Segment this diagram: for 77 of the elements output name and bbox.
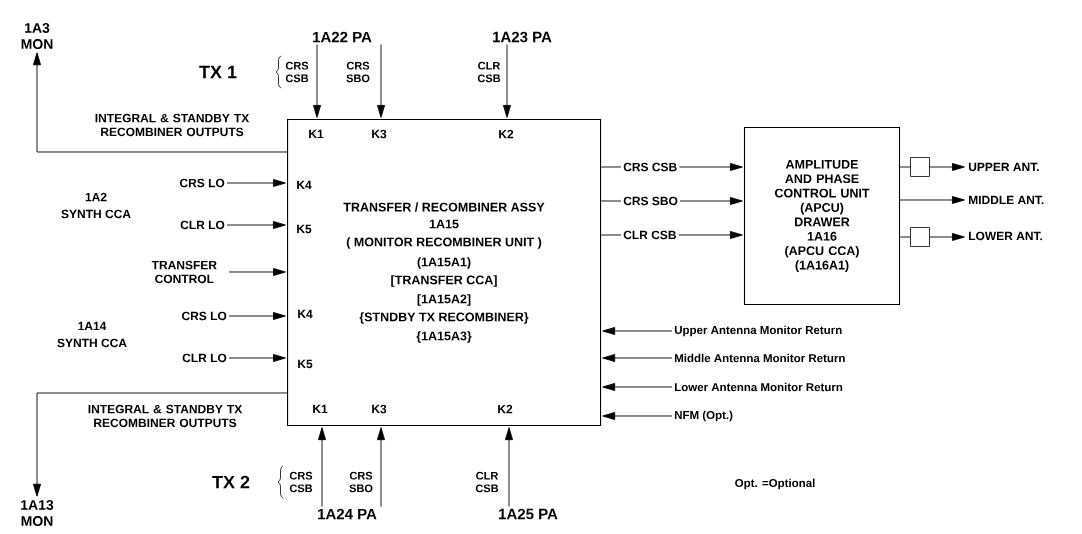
control-unit-box: AMPLITUDE AND PHASE CONTROL UNIT (APCU) DRAWER 1A16 (APCU CCA) (1A16A1)	[743, 126, 901, 306]
signal-label: CRS CSB	[623, 162, 677, 172]
pin-label: K3	[372, 404, 387, 414]
signal-label: CRS LO	[179, 178, 225, 188]
arrow	[33, 392, 288, 497]
signal-label: Lower Antenna Monitor Return	[674, 382, 843, 392]
unit-label: 1A2	[85, 192, 107, 202]
signal-label: CLR CSB	[475, 471, 499, 493]
small-box	[910, 157, 930, 177]
arrow	[313, 44, 321, 118]
note-text: Opt. =Optional	[735, 478, 815, 490]
unit-label: SYNTH CCA	[61, 209, 131, 219]
pin-label: K4	[298, 309, 313, 319]
signal-label: CLR CSB	[623, 230, 676, 240]
transmitter-label: TX 2	[212, 475, 250, 489]
pin-label: K1	[313, 404, 328, 414]
antenna-label: MIDDLE ANT.	[969, 195, 1044, 205]
signal-label: Middle Antenna Monitor Return	[674, 353, 845, 363]
arrow	[602, 412, 673, 420]
signal-label: CRS CSB	[285, 61, 309, 83]
connector-line	[899, 236, 911, 238]
pin-label: K5	[298, 359, 313, 369]
arrow	[33, 52, 288, 153]
signal-label: CRS SBO	[623, 196, 678, 206]
unit-label: 1A23 PA	[493, 31, 552, 43]
signal-label: Upper Antenna Monitor Return	[674, 325, 842, 337]
unit-label: 1A14	[78, 321, 107, 331]
signal-label: CRS SBO	[346, 61, 370, 83]
unit-label: SYNTH CCA	[57, 338, 127, 348]
unit-label: 1A25 PA	[499, 508, 558, 520]
arrow	[602, 327, 673, 335]
connector-line	[600, 166, 622, 168]
antenna-label: UPPER ANT.	[968, 162, 1039, 172]
destination-label: 1A3 MON	[21, 23, 53, 49]
arrow	[929, 233, 965, 241]
arrow	[318, 427, 326, 507]
unit-label: 1A24 PA	[318, 508, 377, 520]
small-box	[910, 227, 930, 247]
output-label: INTEGRAL & STANDBY TX RECOMBINER OUTPUTS	[95, 113, 250, 137]
arrow	[505, 427, 513, 507]
arrow	[228, 312, 286, 320]
arrow	[503, 44, 511, 118]
output-label: INTEGRAL & STANDBY TX RECOMBINER OUTPUTS	[88, 404, 243, 428]
pin-label: K1	[309, 129, 324, 139]
pin-label: K3	[372, 129, 387, 139]
arrow	[678, 163, 743, 171]
connector-line	[899, 166, 911, 168]
arrow	[929, 163, 965, 171]
signal-label: TRANSFER CONTROL	[151, 260, 217, 284]
connector-line	[600, 200, 622, 202]
signal-label: CLR LO	[182, 353, 227, 363]
pin-label: K5	[297, 224, 312, 234]
destination-label: 1A13 MON	[21, 500, 54, 526]
arrow	[678, 231, 743, 239]
pin-label: K4	[297, 180, 312, 190]
arrow	[679, 197, 743, 205]
arrow	[226, 221, 286, 229]
arrow	[377, 427, 385, 507]
arrow	[602, 354, 673, 362]
signal-label: NFM (Opt.)	[674, 410, 733, 422]
signal-label: CLR CSB	[477, 61, 501, 83]
arrow	[899, 196, 965, 204]
signal-label: CRS LO	[181, 311, 227, 321]
arrow	[602, 383, 673, 391]
antenna-label: LOWER ANT.	[969, 231, 1043, 241]
signal-label: CRS CSB	[289, 471, 313, 493]
unit-label: 1A22 PA	[313, 31, 372, 43]
pin-label: K2	[498, 404, 513, 414]
connector-line	[600, 234, 622, 236]
transmitter-label: TX 1	[199, 65, 237, 79]
arrow	[226, 179, 286, 187]
signal-label: CRS SBO	[349, 471, 373, 493]
arrow	[228, 268, 286, 276]
arrow	[377, 44, 385, 118]
pin-label: K2	[499, 129, 514, 139]
signal-label: CLR LO	[180, 220, 225, 230]
arrow	[228, 354, 286, 362]
